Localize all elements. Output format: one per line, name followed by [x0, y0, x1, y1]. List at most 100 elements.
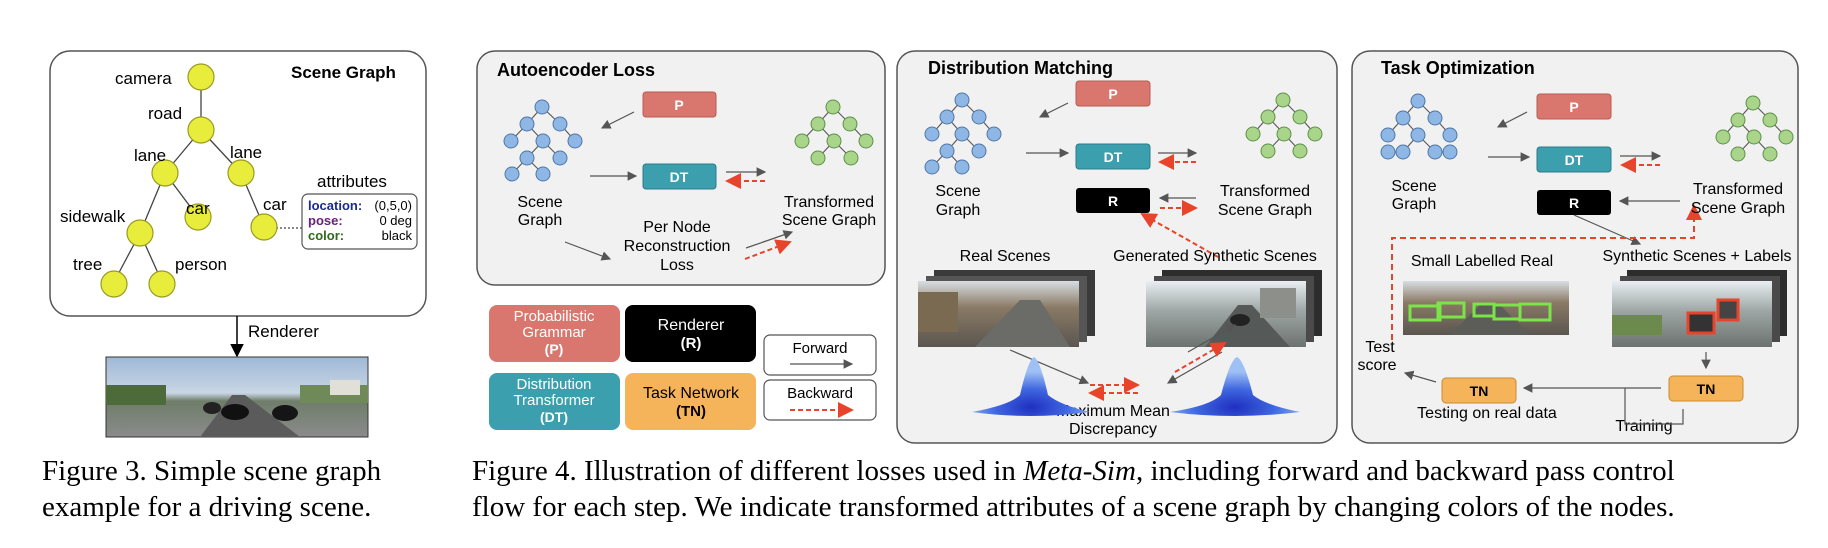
legend-tn-box: [625, 373, 756, 430]
dm-real-scenes-label: Real Scenes: [960, 248, 1051, 265]
dm-p-box: [1075, 80, 1151, 107]
label-road: road: [148, 104, 182, 123]
to-transformed-tree: [1715, 95, 1794, 162]
generated-scenes-image-stack: [1146, 270, 1322, 347]
ae-p-label: P: [674, 97, 683, 113]
figure-4-caption-line1: Figure 4. Illustration of different loss…: [472, 453, 1812, 489]
ae-recon-line2: Reconstruction: [624, 238, 731, 255]
node-camera: [187, 63, 215, 91]
dm-r-label: R: [1108, 193, 1118, 209]
ae-dt-label: DT: [670, 169, 689, 185]
dm-mmd-line1: Maximum Mean: [1056, 403, 1170, 420]
dm-title: Distribution Matching: [928, 58, 1113, 78]
to-training-label: Training: [1615, 418, 1672, 435]
real-scenes-image-stack: [918, 270, 1095, 347]
to-scene-graph-line1: Scene: [1391, 178, 1436, 195]
to-testing-label: Testing on real data: [1417, 405, 1557, 422]
to-tn-test-label: TN: [1470, 383, 1489, 399]
attr-key-pose: pose:: [308, 213, 343, 228]
ae-recon-line1: Per Node: [643, 219, 711, 236]
legend-dt-box: [489, 373, 620, 430]
figure-3-caption: Figure 3. Simple scene graph example for…: [42, 453, 381, 525]
task-optimization-panel: Task Optimization P DT R: [1351, 50, 1799, 444]
label-tree: tree: [73, 255, 102, 274]
to-title: Task Optimization: [1381, 58, 1535, 78]
dm-scene-graph-line2: Graph: [936, 202, 980, 219]
node-lane-left: [151, 159, 179, 187]
legend-r-line2: (R): [681, 335, 702, 352]
caption-line1-pre: Figure 4. Illustration of different loss…: [472, 455, 1024, 487]
legend-tn-line1: Task Network: [643, 385, 740, 402]
label-car-mid: car: [186, 199, 210, 218]
attr-key-color: color:: [308, 228, 344, 243]
fig3-scene-graph-panel: Scene Graph camera road lane lane sidewa…: [49, 50, 427, 317]
figure-3-caption-line1: Figure 3. Simple scene graph: [42, 455, 382, 487]
attr-value-pose: 0 deg: [379, 213, 412, 228]
to-p-label: P: [1569, 99, 1578, 115]
to-r-label: R: [1569, 195, 1579, 211]
legend-dt-line1: Distribution: [516, 376, 591, 393]
node-car-mid: [184, 203, 212, 231]
node-car-right: [250, 213, 278, 241]
dm-dt-box: [1075, 143, 1151, 170]
label-sidewalk: sidewalk: [60, 207, 126, 226]
to-tn-train-box: [1668, 375, 1744, 402]
to-test-score-line1: Test: [1365, 339, 1395, 356]
attr-value-color: black: [382, 228, 413, 243]
legend-r-line1: Renderer: [658, 317, 725, 334]
caption-meta-sim: Meta-Sim: [1023, 455, 1136, 487]
dm-dt-label: DT: [1104, 149, 1123, 165]
small-labelled-real-image: [1403, 281, 1569, 335]
to-dt-box: [1536, 146, 1612, 173]
dm-transformed-tree: [1245, 92, 1323, 159]
ae-recon-line3: Loss: [660, 257, 694, 274]
to-transformed-line1: Transformed: [1693, 181, 1783, 198]
legend-pg-line1: Probabilistic: [514, 308, 595, 325]
rendered-driving-scene-image: [105, 356, 369, 438]
to-tn-train-label: TN: [1697, 381, 1716, 397]
label-camera: camera: [115, 69, 172, 88]
real-distribution-peak: [972, 357, 1090, 416]
to-small-real-label: Small Labelled Real: [1411, 253, 1553, 270]
synthetic-distribution-peak: [1170, 357, 1300, 416]
to-tn-test-box: [1441, 377, 1517, 404]
dm-scene-graph-line1: Scene: [935, 183, 980, 200]
attributes-box: [301, 193, 418, 250]
attributes-title: attributes: [317, 172, 387, 191]
dm-transformed-line2: Scene Graph: [1218, 202, 1312, 219]
ae-transformed-line1: Transformed: [784, 194, 874, 211]
ae-transformed-line2: Scene Graph: [782, 212, 876, 229]
dm-p-label: P: [1108, 86, 1117, 102]
legend-backward-label: Backward: [787, 385, 853, 402]
distribution-matching-panel: Distribution Matching P DT: [896, 50, 1338, 444]
synthetic-scenes-labels-image-stack: [1612, 270, 1787, 347]
to-scene-graph-tree: [1380, 93, 1458, 160]
dm-scene-graph-tree: [924, 92, 1002, 175]
to-dt-label: DT: [1565, 152, 1584, 168]
caption-line1-post: , including forward and backward pass co…: [1135, 455, 1675, 487]
node-sidewalk: [126, 219, 154, 247]
figure-4-caption: Figure 4. Illustration of different loss…: [472, 453, 1812, 525]
legend-dt-line2: Transformer: [513, 392, 594, 409]
ae-dt-box: [642, 163, 717, 190]
to-r-box: [1537, 190, 1611, 215]
ae-p-box: [642, 91, 717, 118]
legend-pg-line2: Grammar: [522, 324, 585, 341]
dm-r-box: [1076, 188, 1150, 213]
legend-pg-line3: (P): [545, 341, 564, 357]
to-transformed-line2: Scene Graph: [1691, 200, 1785, 217]
node-tree: [100, 270, 128, 298]
label-lane-left: lane: [134, 146, 166, 165]
node-lane-right: [227, 159, 255, 187]
to-scene-graph-line2: Graph: [1392, 196, 1436, 213]
label-lane-right: lane: [230, 143, 262, 162]
to-synthetic-labels-label: Synthetic Scenes + Labels: [1602, 248, 1791, 265]
legend: Probabilistic Grammar (P) Renderer (R) D…: [489, 305, 877, 430]
fig3-panel-title: Scene Graph: [291, 63, 396, 82]
ae-scene-graph-line2: Graph: [518, 212, 562, 229]
figure-3-caption-line2: example for a driving scene.: [42, 491, 372, 523]
ae-scene-graph-line1: Scene: [517, 194, 562, 211]
node-road: [187, 116, 215, 144]
dm-mmd-line2: Discrepancy: [1069, 421, 1157, 438]
legend-pg-box: [489, 305, 620, 362]
